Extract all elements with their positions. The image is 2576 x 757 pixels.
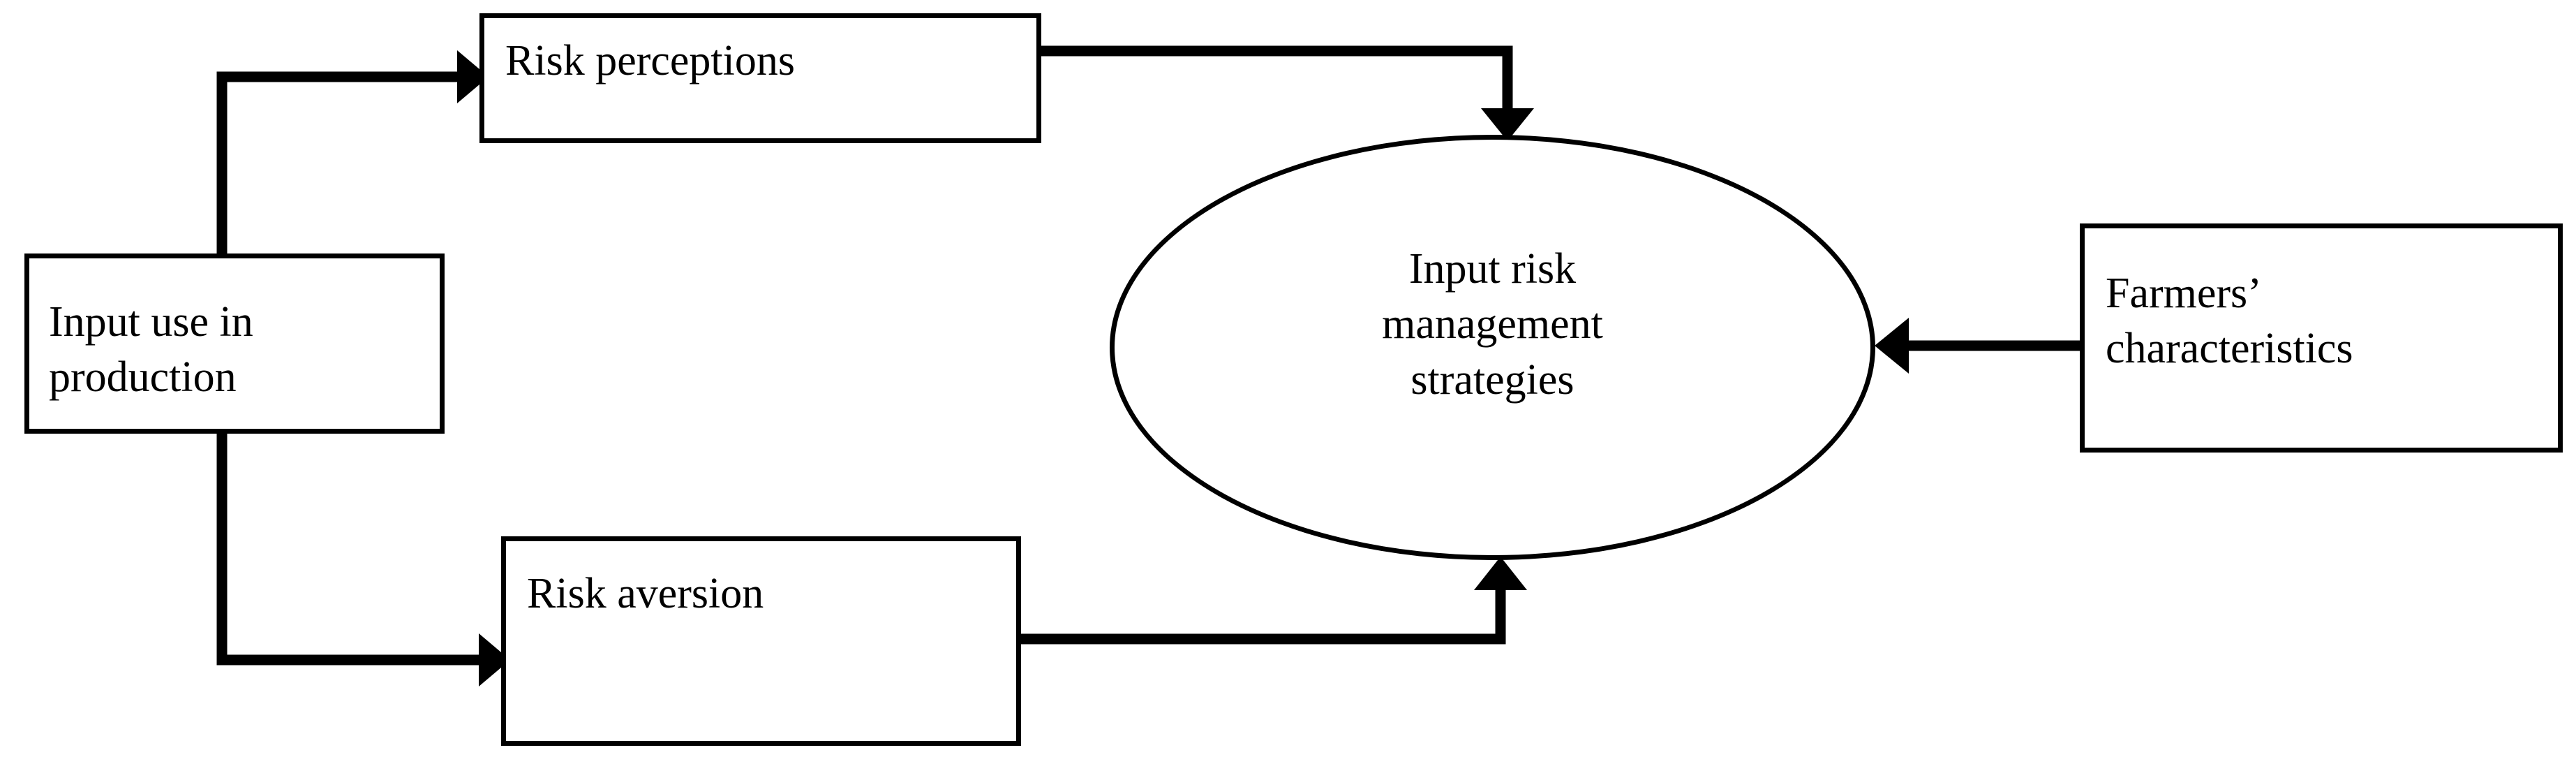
edge-farmers-characteristics-to-strategies (1875, 318, 2080, 374)
node-label-input-risk-management-strategies: Input risk management strategies (1382, 245, 1603, 404)
arrowhead-icon (1875, 318, 1909, 374)
edge-risk-perceptions-to-strategies (1041, 45, 1534, 141)
node-label-risk-aversion: Risk aversion (527, 570, 764, 617)
node-input-use-in-production[interactable]: Input use in production (24, 253, 445, 434)
edge-risk-aversion-to-strategies (1021, 557, 1527, 645)
arrowhead-icon (1474, 557, 1527, 590)
node-risk-aversion[interactable]: Risk aversion (501, 536, 1021, 746)
node-farmers-characteristics[interactable]: Farmers’ characteristics (2080, 223, 2563, 453)
edge-input-use-to-risk-aversion (216, 434, 510, 686)
node-risk-perceptions[interactable]: Risk perceptions (479, 13, 1041, 143)
node-label-input-use-in-production: Input use in production (49, 298, 253, 402)
node-label-farmers-characteristics: Farmers’ characteristics (2106, 270, 2353, 373)
edge-input-use-to-risk-perceptions (216, 50, 489, 253)
node-input-risk-management-strategies[interactable]: Input risk management strategies (1110, 135, 1875, 560)
node-label-risk-perceptions: Risk perceptions (505, 37, 795, 84)
